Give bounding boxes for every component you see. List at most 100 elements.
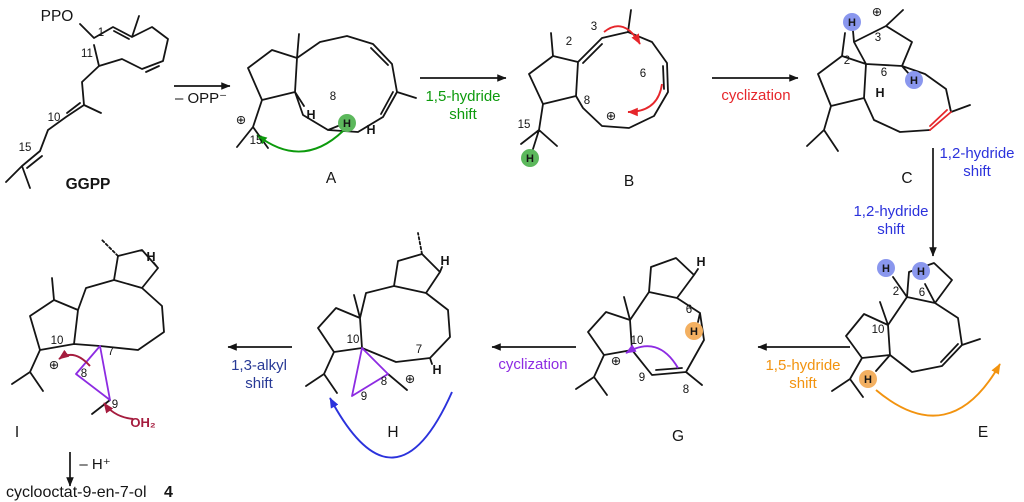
i-hashed-methyl: [100, 238, 119, 257]
opp-loss-label: – OPP⁻: [175, 90, 227, 107]
structure-ggpp: PPO 1 11 10 15 GGPP: [5, 8, 169, 193]
c-c3-number: 3: [875, 32, 881, 44]
reaction-arrow-g-h: cyclization: [491, 343, 576, 373]
hydride-15-label-line1: 1,5-hydride: [425, 88, 500, 105]
c-skeleton-bonds: [806, 9, 971, 152]
h-skeleton-bonds: [305, 253, 451, 394]
h-hashed-methyl: [417, 232, 423, 255]
hydride-h-green: H: [526, 153, 534, 165]
c-c6-number: 6: [881, 67, 887, 79]
i-charge-symbol: ⊕: [49, 358, 59, 372]
c-red-double-bond: [929, 109, 952, 131]
b-c15-number: 15: [518, 119, 531, 131]
a-c8-number: 8: [330, 91, 336, 103]
structure-c: H H ⊕ 3 2 6 H C: [806, 5, 971, 187]
product-name: cyclooctat-9-en-7-ol: [6, 484, 147, 501]
b-charge-symbol: ⊕: [606, 109, 616, 123]
hydride-h-orange: H: [690, 326, 698, 338]
i-skeleton-bonds: [11, 249, 165, 415]
deprotonation-label: – H⁺: [79, 456, 110, 473]
a-skeleton-bonds: [236, 33, 417, 149]
water-molecule-label: OH₂: [130, 415, 156, 430]
i-cyclopropane-ring: [75, 345, 111, 401]
g-label: G: [672, 428, 684, 445]
h-ring-h-side: H: [432, 363, 441, 377]
product-name-group: cyclooctat-9-en-7-ol 4: [6, 484, 173, 501]
hydride-15-orange-line1: 1,5-hydride: [765, 357, 840, 374]
cyclization-arrow-red-1: [603, 25, 641, 45]
h-c8-number: 8: [381, 376, 387, 388]
structure-b: H 2 3 6 8 15 ⊕ B: [518, 9, 669, 190]
a-ring-h2: H: [366, 123, 375, 137]
hydride-h-blue-circle-2: [905, 71, 923, 89]
g-ring-h: H: [696, 255, 705, 269]
ggpp-skeleton-bonds: [5, 15, 169, 189]
hydride-h-green-circle: [338, 114, 356, 132]
a-label: A: [326, 170, 337, 187]
g-c9-number: 9: [639, 372, 645, 384]
g-charge-symbol: ⊕: [611, 354, 621, 368]
b-c2-number: 2: [566, 36, 572, 48]
hydride-h-green-circle: [521, 149, 539, 167]
hydride-h-blue-circle-2: [912, 262, 930, 280]
c-label: C: [901, 170, 912, 187]
hydride-h-blue-circle-1: [843, 13, 861, 31]
reaction-arrow-b-c: cyclization: [712, 74, 799, 104]
reaction-arrow-c-e: 1,2-hydride shift 1,2-hydride shift: [853, 145, 1015, 257]
ggpp-c1-number: 1: [98, 27, 104, 39]
a-charge-symbol: ⊕: [236, 113, 246, 127]
product-number: 4: [164, 484, 173, 501]
hydride-h-blue-2: H: [917, 266, 925, 278]
h-charge-symbol: ⊕: [405, 372, 415, 386]
g-c10-number: 10: [631, 335, 644, 347]
e-c2-number: 2: [893, 286, 899, 298]
alkyl-shift-arrow-darkred: [58, 349, 91, 367]
hydride-h-blue-1: H: [848, 17, 856, 29]
ggpp-c11-number: 11: [81, 48, 93, 60]
g-skeleton-bonds: [575, 257, 705, 396]
structure-g: H 6 10 ⊕ 9 8 H G: [575, 255, 706, 445]
reaction-arrow-e-g: 1,5-hydride shift: [757, 343, 850, 392]
b-label: B: [624, 173, 634, 190]
ggpp-label: GGPP: [66, 176, 111, 193]
hydride-h-blue-1: H: [882, 263, 890, 275]
structure-e: H H H 2 6 10 E: [831, 259, 1001, 441]
h-cyclopropane-ring: [351, 347, 389, 397]
cyclization-arrow-purple: [625, 344, 679, 369]
b-c3-number: 3: [591, 21, 597, 33]
b-skeleton-bonds: [520, 9, 669, 150]
a-ring-h1: H: [306, 108, 315, 122]
hydride-h-green: H: [343, 118, 351, 130]
hydride-h-blue-2: H: [910, 75, 918, 87]
b-c6-number: 6: [640, 68, 646, 80]
hydride-12-left-line1: 1,2-hydride: [853, 203, 928, 220]
h-ring-h-top: H: [440, 254, 449, 268]
reaction-arrow-a-b: 1,5-hydride shift: [420, 74, 507, 123]
cyclization-label-red: cyclization: [721, 87, 790, 104]
water-attack-arrow: [103, 402, 134, 420]
hydride-h-blue-circle-1: [877, 259, 895, 277]
b-c8-number: 8: [584, 95, 590, 107]
hydride-h-orange: H: [864, 374, 872, 386]
i-c8-number: 8: [81, 368, 87, 380]
cyclization-arrow-red-2: [627, 83, 663, 117]
g-c8-number: 8: [683, 384, 689, 396]
hydride-shift-arrow-green: [256, 130, 344, 153]
reaction-arrow-h-i: 1,3-alkyl shift: [227, 343, 292, 392]
ggpp-c10-number: 10: [48, 112, 61, 124]
h-label: H: [387, 424, 398, 441]
h-c9-number: 9: [361, 391, 367, 403]
e-c6-number: 6: [919, 287, 925, 299]
i-c10-number: 10: [51, 335, 64, 347]
i-label: I: [15, 424, 19, 441]
ggpp-c15-number: 15: [19, 142, 32, 154]
reaction-arrow-i-product: – H⁺: [66, 452, 111, 487]
structure-h: 10 7 9 8 ⊕ H H H: [305, 232, 453, 459]
hydride-12-left-line2: shift: [877, 221, 905, 238]
alkyl-shift-arrow-blue: [329, 391, 453, 459]
hydride-15-label-line2: shift: [449, 106, 477, 123]
hydride-h-orange-circle: [859, 370, 877, 388]
alkyl-13-label-line1: 1,3-alkyl: [231, 357, 287, 374]
c-c2-number: 2: [844, 55, 850, 67]
